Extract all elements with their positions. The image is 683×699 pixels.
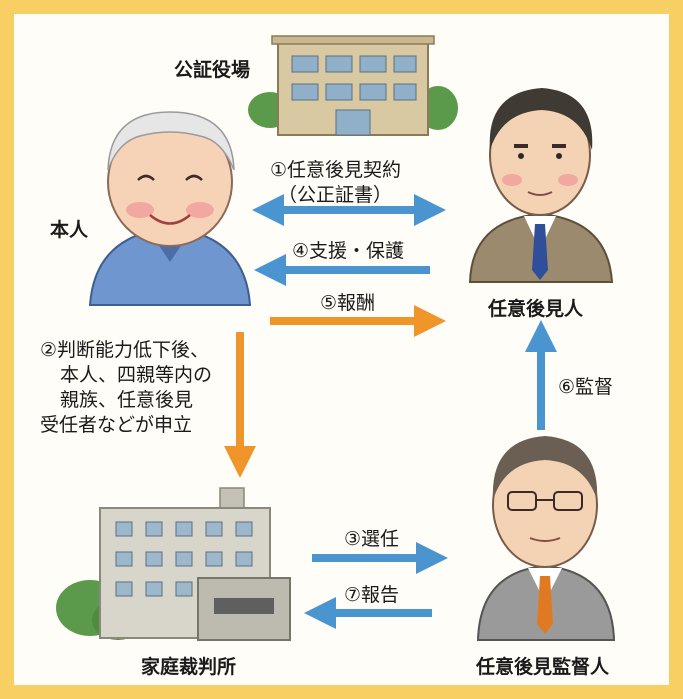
principal-label: 本人 [50, 219, 89, 241]
request-line: ②判断能力低下後、 [40, 339, 210, 361]
request-line: 本人、四親等内の [60, 364, 213, 386]
family-court-illustration [56, 487, 291, 641]
reward-label: ⑤報酬 [320, 292, 376, 314]
notary-office-label: 公証役場 [174, 59, 251, 81]
supervise-label: ⑥監督 [558, 376, 614, 398]
supervisor-label: 任意後見監督人 [476, 656, 610, 678]
request-line: 受任者などが申立 [40, 414, 193, 436]
appoint-label: ③選任 [344, 528, 400, 550]
supervisor-illustration [476, 436, 616, 641]
contract-sublabel: （公正証書） [278, 184, 393, 206]
guardian-illustration [468, 88, 614, 283]
request-text: ②判断能力低下後、 本人、四親等内の 親族、任意後見 受任者などが申立 [40, 338, 212, 438]
request-line: 親族、任意後見 [60, 389, 194, 411]
guardian-label: 任意後見人 [488, 298, 584, 320]
contract-label: ①任意後見契約 [270, 159, 402, 181]
report-label: ⑦報告 [344, 584, 400, 606]
notary-office-illustration [248, 35, 458, 136]
principal-illustration [88, 111, 252, 306]
family-court-label: 家庭裁判所 [141, 656, 237, 678]
support-label: ④支援・保護 [292, 240, 405, 262]
